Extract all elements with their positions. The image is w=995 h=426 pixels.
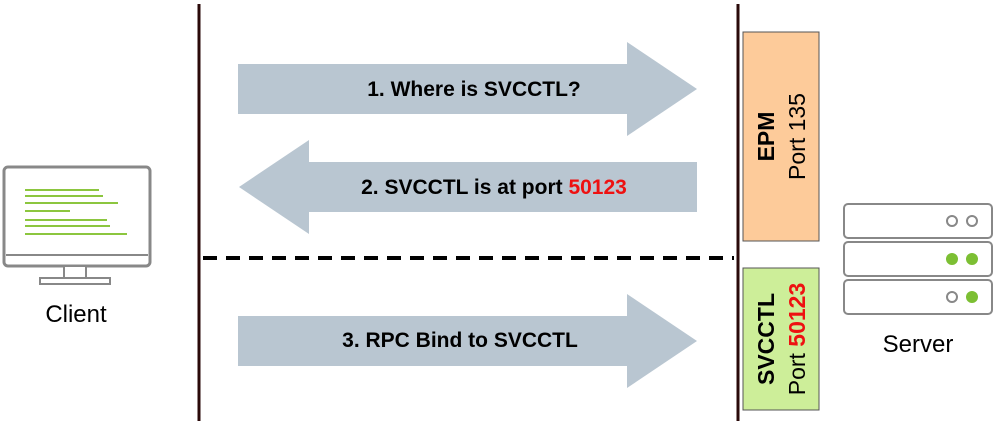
monitor-screen <box>2 165 152 268</box>
arrow-response-svcctl-port: 2. SVCCTL is at port 50123 <box>239 140 697 234</box>
led-off-icon <box>946 291 958 303</box>
server-label: Server <box>883 331 954 358</box>
server-unit-1 <box>843 203 993 239</box>
arrow-shape <box>238 42 697 136</box>
svcctl-box-bg <box>742 267 820 411</box>
arrow-label: 3. RPC Bind to SVCCTL <box>342 329 578 352</box>
arrow-shape <box>239 140 697 234</box>
code-lines-icon <box>25 189 127 235</box>
epm-port: Port 135 <box>784 93 810 180</box>
arrow-label: 1. Where is SVCCTL? <box>367 78 581 101</box>
client-computer-icon <box>2 165 152 285</box>
arrow-request-where-is-svcctl: 1. Where is SVCCTL? <box>238 42 697 136</box>
svcctl-port: Port 50123 <box>784 283 810 396</box>
led-off-icon <box>946 215 958 227</box>
monitor-base <box>39 277 111 285</box>
epm-title: EPM <box>753 112 779 162</box>
arrow-label: 2. SVCCTL is at port 50123 <box>361 176 627 199</box>
epm-box-bg <box>742 31 820 242</box>
svcctl-title: SVCCTL <box>753 293 779 385</box>
arrow-shape <box>238 294 697 388</box>
arrow-rpc-bind: 3. RPC Bind to SVCCTL <box>238 294 697 388</box>
led-on-icon <box>966 253 978 265</box>
led-on-icon <box>946 253 958 265</box>
server-unit-3 <box>843 279 993 315</box>
led-on-icon <box>966 291 978 303</box>
epm-endpoint-box: EPM Port 135 <box>742 31 820 242</box>
led-off-icon <box>966 215 978 227</box>
svcctl-endpoint-box: SVCCTL Port 50123 <box>742 267 820 411</box>
server-unit-2 <box>843 241 993 277</box>
client-label: Client <box>45 301 107 328</box>
monitor-neck <box>63 265 87 279</box>
server-rack-icon <box>843 203 993 315</box>
